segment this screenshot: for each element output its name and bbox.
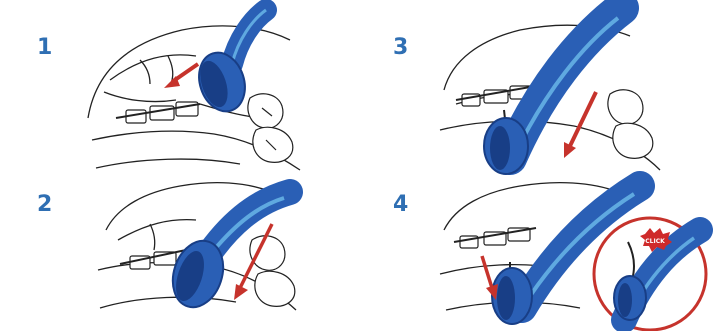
click-stamp-label: CLICK: [645, 238, 665, 245]
step-3-illustration: [360, 0, 721, 170]
tooth-icon: [248, 94, 293, 162]
step-panel-3: 3: [360, 0, 721, 170]
detail-inset: CLICK: [594, 218, 706, 330]
step-1-illustration: [0, 0, 360, 170]
step-panel-4: 4: [360, 170, 721, 331]
bracket-icon: [454, 228, 536, 248]
step-panel-1: 1: [0, 0, 360, 170]
tooth-icon: [608, 90, 653, 158]
step-2-illustration: [0, 170, 360, 331]
step-4-illustration: CLICK: [360, 170, 721, 331]
direction-arrow-icon: [164, 64, 198, 88]
step-panel-2: 2: [0, 170, 360, 331]
tooth-icon: [250, 236, 295, 306]
